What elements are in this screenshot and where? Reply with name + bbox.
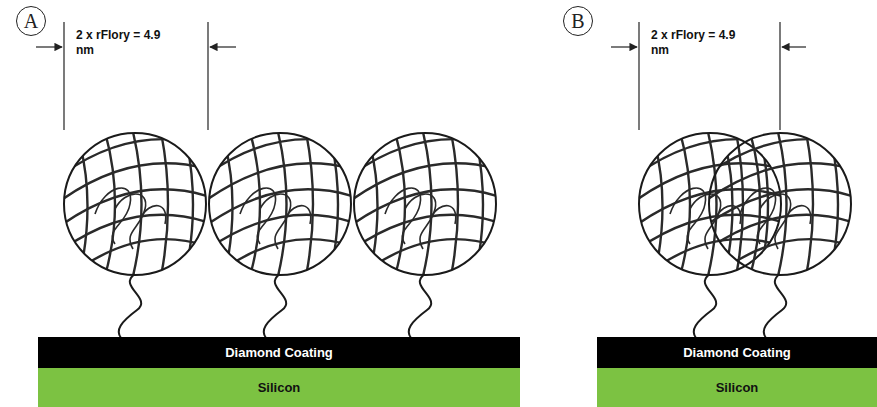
coating-layer: Diamond Coating	[38, 337, 520, 368]
coating-layer: Diamond Coating	[597, 337, 877, 368]
dimension-lines	[36, 22, 806, 130]
extension-line	[63, 22, 64, 130]
dimension-label: 2 x rFlory = 4.9 nm	[74, 28, 170, 58]
dimension-arrow	[611, 46, 637, 47]
polymer-coil	[208, 132, 352, 338]
panel-letter: A	[16, 6, 46, 36]
polymer-spheres-b	[638, 132, 852, 338]
polymer-coil	[63, 132, 207, 338]
panel-letter: B	[563, 6, 593, 36]
node-text: Silicon	[258, 380, 301, 395]
extension-line	[638, 22, 639, 130]
polymer-spheres-a	[63, 132, 497, 338]
substrate-layer: Silicon	[597, 368, 877, 407]
node-text: Diamond Coating	[683, 345, 791, 360]
polymer-coil	[353, 132, 497, 338]
polymer-coil	[708, 132, 852, 338]
dimension-arrow	[210, 46, 236, 47]
node-text: B	[571, 10, 584, 33]
node-text: Diamond Coating	[225, 345, 333, 360]
node-text: A	[24, 10, 38, 33]
polymer-coil	[638, 132, 782, 338]
dimension-label: 2 x rFlory = 4.9 nm	[649, 28, 745, 58]
dimension-arrow	[36, 46, 62, 47]
extension-line	[207, 22, 208, 130]
dimension-arrow	[782, 46, 806, 47]
extension-line	[779, 22, 780, 130]
node-text: Silicon	[716, 380, 759, 395]
substrate-layer: Silicon	[38, 368, 520, 407]
